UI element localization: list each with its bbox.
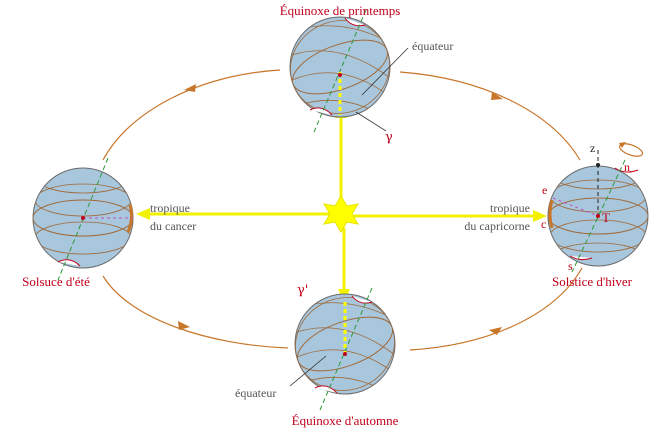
- polar-cap-north: [344, 17, 366, 27]
- label-point-T: T: [602, 210, 610, 225]
- label-spring-equinox: Équinoxe de printemps: [280, 3, 401, 18]
- orbit-arrowhead-bottom-right: [489, 327, 502, 335]
- label-point-s: s: [568, 259, 573, 273]
- polar-cap-south: [569, 255, 593, 261]
- polar-cap-south: [57, 259, 81, 267]
- label-tropic-capricorn-1: tropique: [490, 201, 530, 215]
- orbit-arrowhead-top-right: [491, 92, 503, 100]
- label-equator-top: équateur: [412, 39, 453, 53]
- orbit-arc-bottom-right: [409, 267, 583, 351]
- label-autumn-equinox: Équinoxe d'automne: [292, 413, 399, 428]
- leader-gamma: [355, 111, 387, 132]
- orbit-arc-top-left: [102, 69, 281, 161]
- sun-icon: [323, 195, 359, 233]
- orbit-arrow-icon: [178, 84, 503, 335]
- rotation-axis: [571, 159, 626, 273]
- globe-spring: [289, 9, 391, 133]
- orbit-arrowhead-top-left: [184, 84, 196, 92]
- globe-winter: [547, 150, 649, 273]
- leader-lines: [289, 47, 409, 387]
- label-summer-solstice: Solsuce d'été: [22, 274, 90, 289]
- ray-right-arrowhead: [533, 210, 547, 222]
- label-equator-bottom: équateur: [235, 386, 276, 400]
- rotation-arrow-icon: [618, 142, 644, 157]
- orbit-arc-top-right: [399, 71, 581, 161]
- label-tropic-cancer-1: tropique: [150, 201, 190, 215]
- label-tropic-capricorn-2: du capricorne: [464, 219, 530, 233]
- label-point-n: n: [624, 160, 630, 174]
- rotation-axis: [319, 287, 373, 411]
- polar-cap-south: [309, 107, 333, 116]
- orbit-arc-bottom-left: [102, 275, 289, 349]
- label-gamma-prime: γ': [297, 283, 308, 298]
- rotation-axis: [313, 9, 367, 133]
- label-tropic-cancer-2: du cancer: [150, 219, 196, 233]
- label-point-z: z: [590, 141, 595, 155]
- ray-left-arrowhead: [136, 208, 150, 220]
- label-gamma: γ: [385, 130, 393, 145]
- label-point-e: e: [542, 183, 547, 197]
- orbit: [102, 69, 583, 351]
- polar-cap-north: [351, 295, 373, 304]
- globe-summer: [32, 157, 134, 281]
- label-winter-solstice: Solstice d'hiver: [552, 274, 633, 289]
- sun-direction: [552, 197, 599, 217]
- polar-cap-south: [314, 385, 338, 394]
- leader-equator-top: [361, 47, 409, 96]
- globe-autumn: [294, 287, 396, 411]
- leader-equator-bottom: [289, 355, 327, 387]
- label-point-c: c: [541, 217, 546, 231]
- orbit-arrowhead-bottom-left: [178, 321, 190, 330]
